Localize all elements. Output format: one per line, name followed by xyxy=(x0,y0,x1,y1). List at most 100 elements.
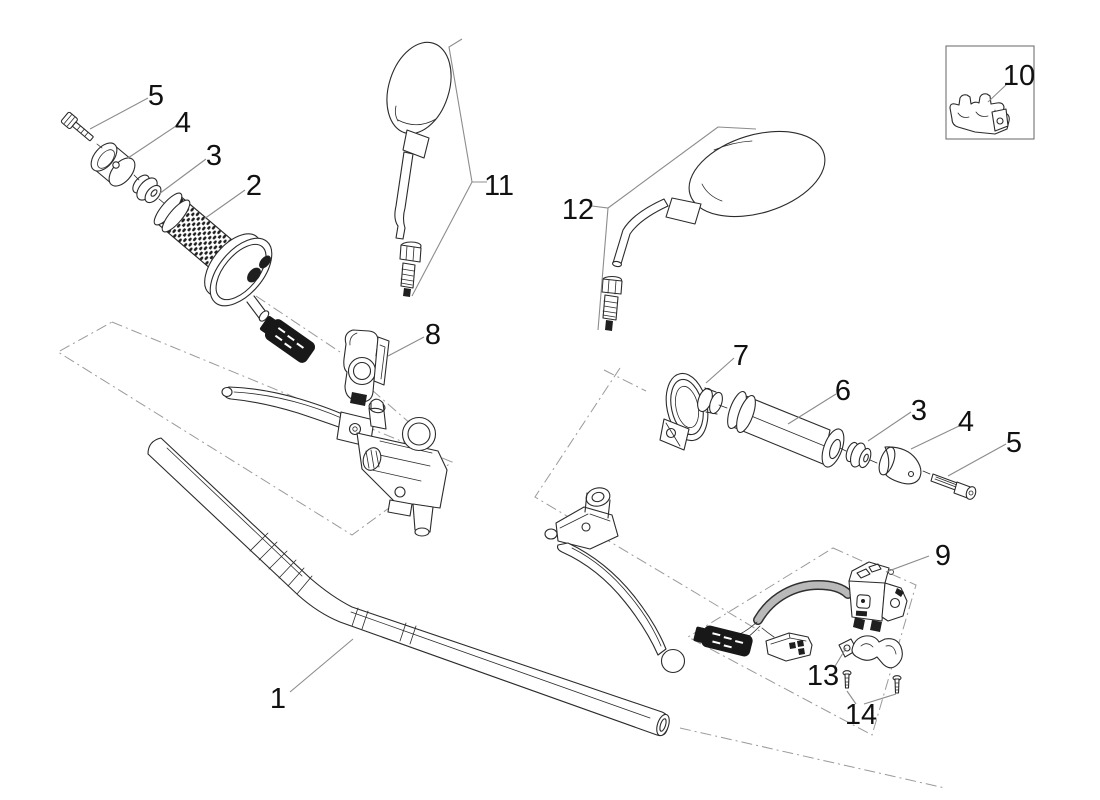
grip-end-bore xyxy=(829,438,841,460)
grip-tube-line xyxy=(738,410,828,448)
leader-1 xyxy=(289,638,354,693)
screw-shaft-lines xyxy=(934,476,958,488)
screw-a-threads xyxy=(845,677,849,686)
part-label-10: 10 xyxy=(1003,60,1035,92)
mirror-mount-nut-facets xyxy=(405,245,415,262)
switch-side-detail xyxy=(895,588,904,597)
clutch-pivot-bore xyxy=(591,491,605,503)
throttle-cable-connector xyxy=(259,316,316,363)
mirror-mount-nut-facets xyxy=(607,279,617,295)
body-bolt-hole xyxy=(394,486,406,498)
part-3-spacer-nut-right xyxy=(845,441,872,469)
lower-block xyxy=(387,499,413,517)
housing-bar-bore xyxy=(347,356,377,386)
mirror-stem-end xyxy=(611,260,623,268)
bar-clamp-ring xyxy=(401,416,437,452)
inset-box xyxy=(945,45,1035,140)
leader-6 xyxy=(787,393,837,425)
part-label-12: 12 xyxy=(562,194,594,226)
switch-top-screw xyxy=(888,569,894,575)
leader-2 xyxy=(203,189,246,220)
grip-collar-b xyxy=(161,199,191,233)
mirror-head xyxy=(386,41,452,135)
screw-b-shaft xyxy=(894,678,900,694)
part-3-spacer-nut-left xyxy=(132,174,162,204)
switch-mode-button-dot xyxy=(861,599,865,603)
part-label-4-left: 4 xyxy=(175,107,191,139)
leader-3-right xyxy=(867,411,912,442)
leader-3-left xyxy=(158,158,207,195)
dashed-box-left xyxy=(57,321,454,536)
clamp-boss-end xyxy=(709,391,723,415)
hose-fitting xyxy=(412,503,434,533)
switch-side-module xyxy=(881,582,908,622)
part-label-8: 8 xyxy=(425,319,441,351)
weight-base-rim xyxy=(878,446,896,476)
part-6-grip xyxy=(727,390,845,468)
connector-body xyxy=(264,319,316,363)
leader-10 xyxy=(987,83,1008,103)
dashed-box-switch xyxy=(686,547,917,736)
part-4-bar-end-weight-right xyxy=(878,446,922,485)
part-label-7: 7 xyxy=(733,340,749,372)
leader-14 xyxy=(846,690,897,705)
flange-hole-b xyxy=(259,255,271,269)
switch-mode-button xyxy=(856,594,871,609)
housing-side-bracket xyxy=(373,336,390,386)
leader-lines xyxy=(89,38,1008,705)
part-label-3-left: 3 xyxy=(206,140,222,172)
harness-connector-white xyxy=(765,632,813,662)
housing-top-line xyxy=(349,332,358,346)
part-label-6: 6 xyxy=(835,375,851,407)
housing-side-bracket-line xyxy=(379,344,386,380)
handlebar-rings xyxy=(249,532,417,645)
brake-master-cylinder-assembly xyxy=(221,386,448,537)
part-label-13: 13 xyxy=(807,660,839,692)
switch-horn-button xyxy=(889,597,901,609)
switch-top-buttons xyxy=(856,563,882,579)
bar-clamp-ring-inner xyxy=(407,422,431,446)
cable-stem-end xyxy=(258,310,270,322)
screw-head-face xyxy=(965,486,977,500)
handlebar-axis-line xyxy=(679,727,946,789)
mirror-stud-threads xyxy=(400,268,415,286)
housing-lower-tab xyxy=(350,392,367,406)
nut-rim-b xyxy=(144,184,162,204)
mirror-stem xyxy=(394,151,414,240)
clutch-pivot-sides xyxy=(584,492,611,519)
dashed-edge-right xyxy=(534,367,764,634)
throttle-tube-flange xyxy=(209,237,273,307)
clutch-pivot-cylinder xyxy=(585,487,611,507)
part-label-9: 9 xyxy=(935,540,951,572)
part-1-handlebar xyxy=(147,437,670,737)
mirror-neck xyxy=(402,129,430,159)
part-label-5-left: 5 xyxy=(148,80,164,112)
mirror-head xyxy=(688,130,826,218)
leader-5-right xyxy=(947,443,1007,477)
part-4-bar-end-weight-left xyxy=(90,142,136,187)
part-11-mirror-left xyxy=(386,41,452,297)
leader-13 xyxy=(833,647,847,669)
mirror-stud-threads xyxy=(602,300,618,318)
leader-7 xyxy=(705,357,735,384)
flange-hole-a xyxy=(247,267,261,283)
screw-head-lines xyxy=(63,114,75,127)
part-5-screw-right xyxy=(930,473,977,500)
mirror-glass-arcs xyxy=(394,105,437,126)
connector-slots xyxy=(712,632,744,649)
mirror-stud-tip xyxy=(403,288,411,297)
weight-bolt-hole xyxy=(112,161,120,169)
brake-lever-blade xyxy=(223,386,359,435)
nut-bore xyxy=(150,189,158,197)
lever-pivot-hole xyxy=(348,422,362,436)
construction-lines xyxy=(57,295,946,789)
clutch-perch-hole xyxy=(581,522,591,532)
left-assembly-axis-line xyxy=(255,295,421,433)
switch-lower-slot xyxy=(855,610,868,617)
bracket-12 xyxy=(591,126,757,331)
right-assembly-axis-line xyxy=(603,369,647,392)
connector-white-lines xyxy=(770,632,807,645)
nut-rim-b xyxy=(858,447,872,469)
